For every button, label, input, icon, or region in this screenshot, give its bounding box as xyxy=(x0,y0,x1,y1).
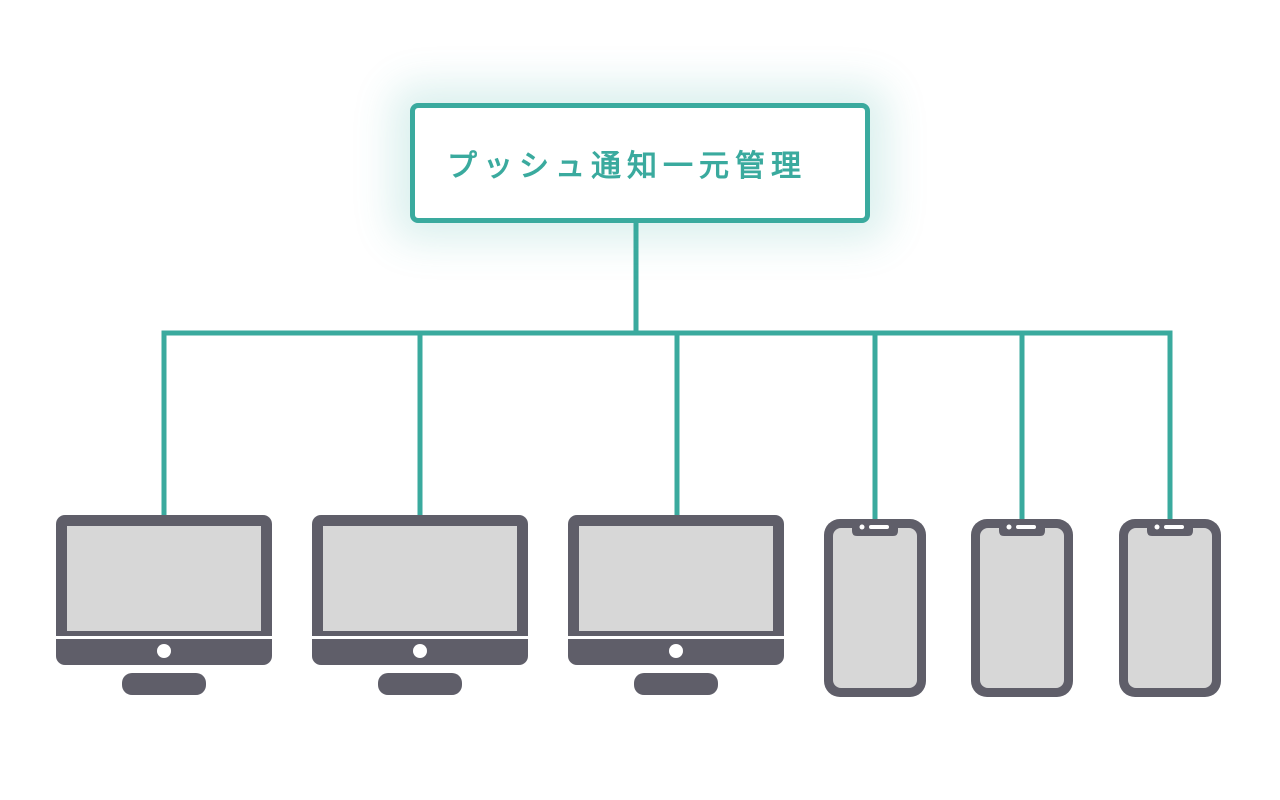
root-node-label: プッシュ通知一元管理 xyxy=(447,149,807,184)
connector-lines xyxy=(161,220,1173,524)
smartphone-icon xyxy=(971,519,1073,697)
root-node-box: プッシュ通知一元管理 xyxy=(410,103,870,223)
desktop-monitor-icon xyxy=(312,515,528,695)
desktop-monitor-icon xyxy=(568,515,784,695)
desktop-monitor-icon xyxy=(56,515,272,695)
smartphone-icon xyxy=(824,519,926,697)
smartphone-icon xyxy=(1119,519,1221,697)
